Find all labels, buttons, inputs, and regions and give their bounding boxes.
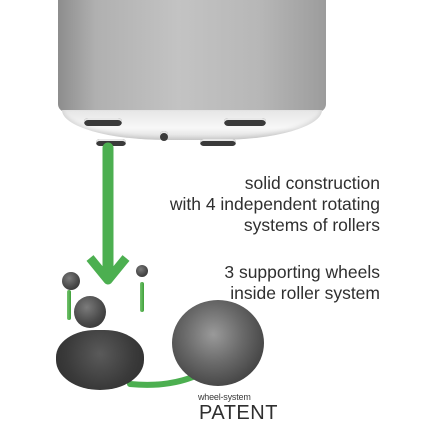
feature-line: with 4 independent rotating (169, 194, 380, 214)
roller-wheel (62, 272, 80, 290)
roller-socket (160, 131, 168, 141)
pot-body (58, 0, 326, 112)
roller-bracket (67, 290, 71, 320)
roller-socket (224, 118, 266, 126)
feature-line: systems of rollers (243, 215, 380, 235)
roller-base (56, 330, 144, 390)
wheel-closeup-icon (172, 300, 264, 386)
roller-wheel (74, 296, 106, 328)
roller-socket (84, 118, 122, 126)
feature-line: inside roller system (230, 283, 380, 303)
roller-socket (200, 139, 236, 146)
roller-wheel (136, 265, 148, 277)
feature-line: solid construction (244, 173, 380, 193)
roller-bracket (140, 282, 144, 312)
roller-socket (96, 139, 126, 146)
patent-label: PATENT (199, 402, 278, 424)
feature-description-supporting-wheels: 3 supporting wheels inside roller system (224, 262, 380, 304)
patent-caption: wheel-system (198, 392, 251, 402)
feature-line: 3 supporting wheels (224, 262, 380, 282)
feature-description-rotating-rollers: solid construction with 4 independent ro… (170, 173, 380, 236)
